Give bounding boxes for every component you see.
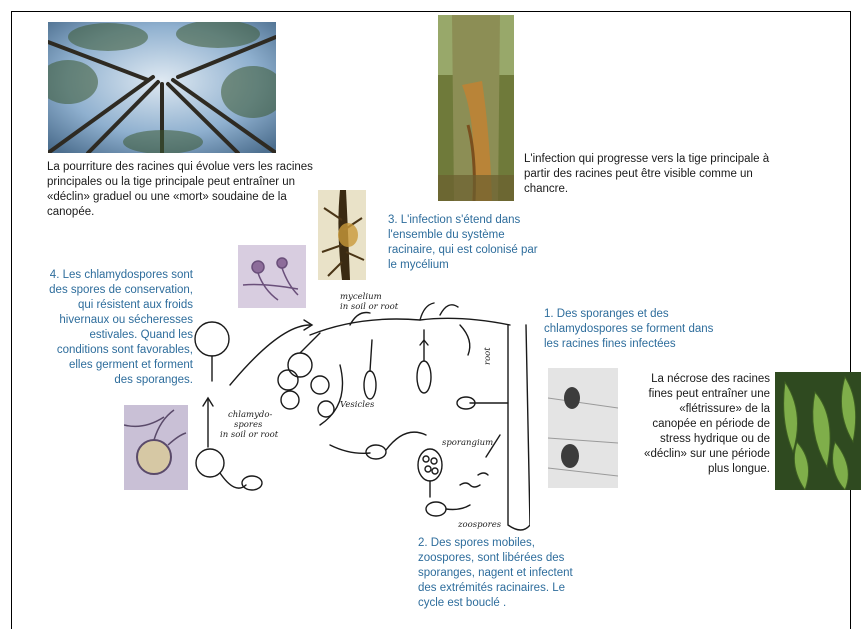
label-mycelium: mycelium (340, 292, 382, 302)
stem-canker-photo (438, 15, 514, 201)
step-4-caption: 4. Les chlamydospores sont des spores de… (48, 268, 193, 388)
label-zoospores: zoospores (457, 520, 502, 530)
step-1-caption: 1. Des sporanges et des chlamydospores s… (544, 307, 714, 352)
canopy-caption: La pourriture des racines qui évolue ver… (47, 160, 322, 220)
root-photo (318, 190, 366, 280)
label-chlamydospores-2: spores (234, 420, 263, 430)
wilted-leaves-photo (775, 372, 861, 490)
wilt-caption: La nécrose des racines fines peut entraî… (642, 372, 770, 477)
stem-canker-caption: L'infection qui progresse vers la tige p… (524, 152, 774, 197)
microscope-photo-3 (548, 368, 618, 488)
mycelium-drawing (310, 318, 510, 335)
chlamydospore-drawing (195, 322, 229, 356)
label-chlamydospores: chlamydo- (228, 410, 272, 420)
step-2-caption: 2. Des spores mobiles, zoospores, sont l… (418, 536, 578, 611)
microscope-photo-2 (124, 405, 188, 490)
label-mycelium-sub: in soil or root (340, 302, 399, 312)
label-root: root (483, 347, 493, 365)
zoospore-drawing (460, 483, 480, 487)
label-chlamydospores-3: in soil or root (220, 430, 279, 440)
sporangium-drawing (418, 449, 442, 481)
vesicle-drawing (364, 371, 376, 399)
life-cycle-diagram: mycelium in soil or root chlamydo- spore… (190, 285, 530, 535)
label-vesicles: Vesicles (340, 400, 375, 410)
canopy-photo (48, 22, 276, 153)
root-drawing (508, 325, 530, 530)
step-3-caption: 3. L'infection s'étend dans l'ensemble d… (388, 213, 538, 273)
label-sporangium: sporangium (442, 438, 493, 448)
